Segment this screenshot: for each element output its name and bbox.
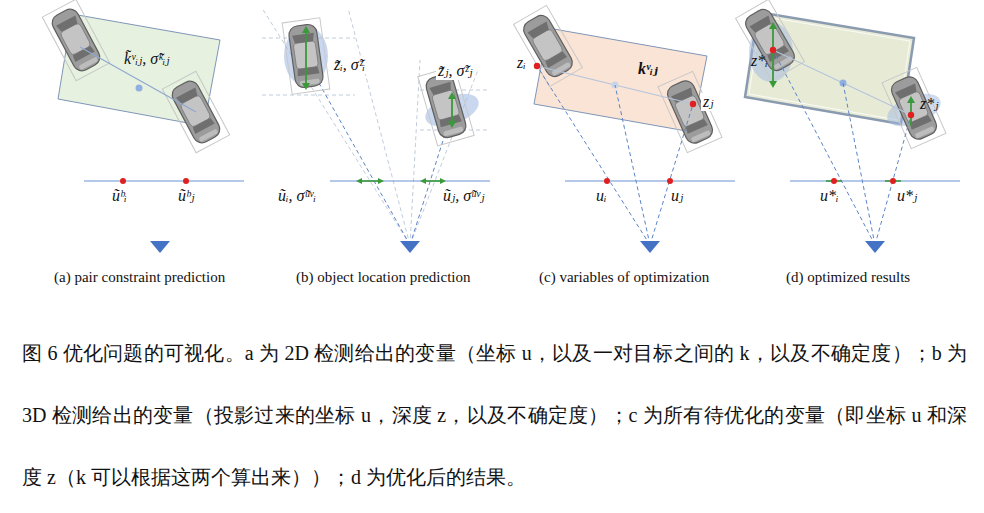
use-shape bbox=[42, 0, 109, 81]
polygon-shape bbox=[448, 121, 456, 128]
line-shape bbox=[875, 115, 911, 245]
polygon-shape bbox=[749, 16, 910, 120]
circle-shape bbox=[136, 85, 143, 92]
depth-label: zᵢ bbox=[515, 54, 528, 72]
depth-label: z̃ⱼ, σ̃ᶻⱼ bbox=[436, 62, 474, 80]
circle-shape bbox=[183, 178, 189, 184]
subfigure-caption: (b) object location prediction bbox=[294, 269, 473, 286]
depth-label: z̃ᵢ, σ̃ᶻᵢ bbox=[332, 56, 367, 74]
line-shape bbox=[565, 180, 735, 181]
polygon-shape bbox=[302, 26, 310, 33]
polygon-shape bbox=[448, 92, 456, 99]
coordinate-label: uᵢ bbox=[594, 187, 609, 205]
polygon-shape bbox=[378, 178, 384, 184]
line-shape bbox=[348, 8, 410, 245]
circle-shape bbox=[667, 178, 673, 184]
circle-shape bbox=[890, 178, 896, 184]
g-shape bbox=[826, 180, 901, 182]
figure-caption: 图 6 优化问题的可视化。a 为 2D 检测给出的变量（坐标 u，以及一对目标之… bbox=[22, 322, 967, 508]
polygon-shape bbox=[400, 241, 420, 253]
line-shape bbox=[305, 30, 307, 86]
polygon-shape bbox=[865, 241, 885, 253]
polygon-shape bbox=[769, 81, 777, 88]
polygon-shape bbox=[150, 241, 170, 253]
circle-shape bbox=[120, 178, 126, 184]
coordinate-label: ũⱼ, σ̃ᵘᵛⱼ bbox=[441, 187, 487, 205]
circle-shape bbox=[534, 63, 540, 69]
line-shape bbox=[306, 60, 410, 245]
line-shape bbox=[360, 180, 380, 182]
depth-label: z*ⱼ bbox=[918, 95, 940, 113]
subfigure-caption: (d) optimized results bbox=[784, 269, 912, 286]
coordinate-label: uⱼ bbox=[669, 187, 685, 205]
polygon-shape bbox=[420, 178, 426, 184]
coordinate-label: ũᵇⱼ bbox=[176, 187, 197, 205]
subfigure-caption: (c) variables of optimization bbox=[537, 269, 711, 286]
line-shape bbox=[451, 96, 453, 124]
polygon-shape bbox=[302, 83, 310, 90]
depth-label: z*ᵢ bbox=[749, 52, 770, 70]
line-shape bbox=[262, 95, 355, 96]
polygon-shape bbox=[769, 22, 777, 29]
coordinate-label: ũᵇᵢ bbox=[110, 187, 129, 205]
subfigure-caption: (a) pair constraint prediction bbox=[52, 269, 227, 286]
line-shape bbox=[537, 66, 650, 245]
line-shape bbox=[773, 50, 875, 245]
line-shape bbox=[615, 85, 650, 245]
use-shape bbox=[658, 71, 722, 152]
line-shape bbox=[84, 180, 244, 181]
circle-shape bbox=[908, 112, 914, 118]
circle-shape bbox=[690, 101, 696, 107]
g-shape bbox=[302, 26, 456, 128]
g-shape bbox=[769, 22, 915, 126]
line-shape bbox=[650, 104, 693, 245]
line-shape bbox=[330, 180, 490, 181]
polygon-shape bbox=[356, 178, 362, 184]
circle-shape bbox=[770, 47, 776, 53]
line-shape bbox=[424, 180, 442, 182]
g-shape bbox=[537, 66, 693, 245]
line-shape bbox=[773, 50, 911, 115]
circle-shape bbox=[831, 178, 837, 184]
polygon-shape bbox=[440, 178, 446, 184]
coordinate-label: ũᵢ, σ̃ᵘᵛᵢ bbox=[276, 187, 318, 205]
use-shape bbox=[282, 18, 330, 95]
polygon-shape bbox=[907, 96, 915, 103]
line-shape bbox=[843, 83, 875, 245]
depth-label: zⱼ bbox=[701, 93, 715, 111]
g-shape bbox=[773, 50, 911, 245]
line-shape bbox=[772, 26, 774, 84]
line-shape bbox=[790, 180, 960, 181]
coordinate-label: u*ⱼ bbox=[895, 187, 919, 205]
line-shape bbox=[80, 47, 196, 112]
g-shape bbox=[356, 178, 446, 184]
line-shape bbox=[262, 8, 410, 245]
circle-shape bbox=[604, 178, 610, 184]
coordinate-label: u*ᵢ bbox=[818, 187, 841, 205]
polygon-shape bbox=[640, 241, 660, 253]
use-shape bbox=[736, 0, 805, 81]
pair-constraint-label: k̃ᵛᵢⱼ, σ̃ᵏᵢⱼ bbox=[122, 50, 171, 68]
pair-constraint-label: kᵛᵢⱼ bbox=[636, 60, 660, 78]
g-shape bbox=[262, 8, 490, 245]
use-shape bbox=[882, 67, 946, 148]
